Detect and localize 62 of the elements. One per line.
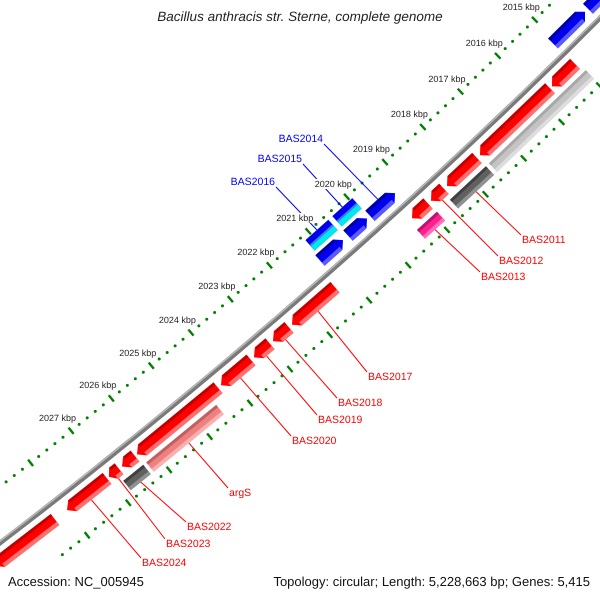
gene-label: BAS2012 <box>499 255 544 267</box>
genome-stats-text: Topology: circular; Length: 5,228,663 bp; Genes: 5,415 <box>273 574 590 589</box>
gene-label: BAS2016 <box>230 176 275 188</box>
gene-label: BAS2013 <box>481 271 526 283</box>
leader-line <box>140 482 186 522</box>
leader-line <box>476 191 522 236</box>
leader-line <box>442 199 498 256</box>
gene-label: BAS2019 <box>318 414 362 426</box>
gene-label: BAS2015 <box>258 153 302 165</box>
gene-feature <box>221 354 256 386</box>
leader-line <box>90 499 142 558</box>
gene-block <box>417 212 446 239</box>
gene-feature <box>0 514 60 567</box>
scale-label: 2015 kbp <box>502 2 540 12</box>
gene-feature <box>67 473 112 512</box>
leader-line <box>285 339 338 398</box>
scale-label: 2019 kbp <box>352 144 390 154</box>
diagram-title: Bacillus anthracis str. Sterne, complete genome <box>157 9 443 24</box>
scale-label: 2027 kbp <box>39 412 76 423</box>
gene-block <box>450 166 494 208</box>
leader-line <box>118 478 166 540</box>
leader-line <box>318 310 368 372</box>
gene-block <box>146 404 224 472</box>
gene-feature <box>315 240 343 266</box>
gene-feature <box>365 192 395 221</box>
scale-label: 2017 kbp <box>428 74 466 84</box>
gene-block <box>123 464 151 490</box>
accession-text: Accession: NC_005945 <box>8 574 144 589</box>
gene-label: BAS2024 <box>142 557 186 569</box>
scale-label: 2023 kbp <box>198 281 236 292</box>
scale-label: 2025 kbp <box>119 348 156 358</box>
gene-label: BAS2022 <box>187 521 232 533</box>
leader-line <box>240 377 292 436</box>
gene-label: BAS2014 <box>278 133 323 145</box>
gene-feature <box>412 198 433 219</box>
gene-feature <box>273 322 294 342</box>
gene-feature <box>109 463 124 479</box>
gene-feature <box>583 0 600 14</box>
scale-label: 2016 kbp <box>466 38 503 48</box>
gene-label: BAS2018 <box>338 397 382 409</box>
gene-feature <box>552 58 580 86</box>
leader-line <box>324 144 378 200</box>
scale-label: 2021 kbp <box>276 213 314 224</box>
gene-feature <box>292 282 340 326</box>
scale-label: 2026 kbp <box>79 380 116 390</box>
scale-label: 2024 kbp <box>158 314 196 325</box>
gene-feature <box>548 12 585 48</box>
gene-label: BAS2023 <box>166 538 210 550</box>
gene-feature <box>431 184 449 202</box>
gene-feature <box>343 218 367 241</box>
gene-label: BAS2017 <box>368 371 412 383</box>
gene-feature <box>254 338 275 358</box>
gene-label: BAS2020 <box>292 435 336 447</box>
scale-label: 2018 kbp <box>390 108 428 119</box>
scale-label: 2020 kbp <box>314 178 352 189</box>
leader-line <box>266 355 318 416</box>
gene-label: BAS2011 <box>522 234 566 246</box>
gene-label: argS <box>229 487 252 499</box>
leader-line <box>434 229 480 272</box>
gene-feature <box>122 450 140 468</box>
scale-label: 2022 kbp <box>237 247 274 258</box>
leader-line <box>188 442 228 488</box>
